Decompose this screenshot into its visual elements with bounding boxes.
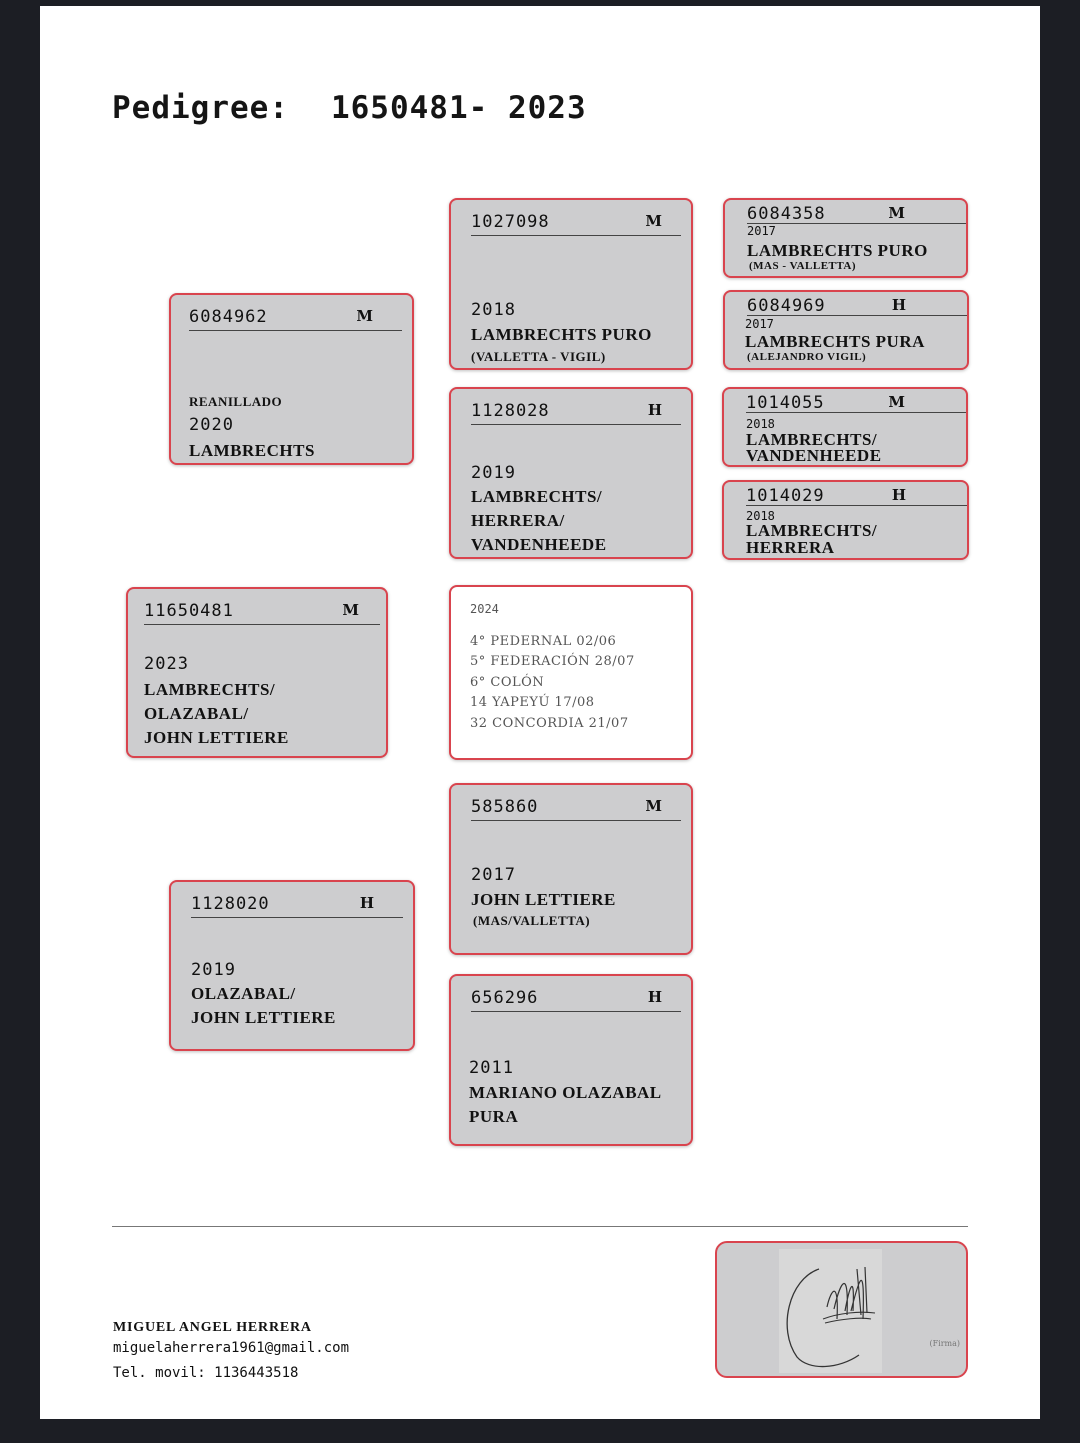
sex-marker: M [645, 797, 663, 815]
ring-text: 1027098 [471, 212, 550, 232]
pedigree-card-sire-dam: 1128028 H 2019 LAMBRECHTS/ HERRERA/ VANDE… [449, 387, 693, 559]
result-item: 4° PEDERNAL 02/06 [470, 634, 617, 649]
sex-marker: H [891, 296, 907, 314]
ring-text: 11650481 [144, 601, 234, 621]
sex-marker: H [647, 988, 663, 1006]
lineage-1: LAMBRECHTS PURA [745, 332, 925, 351]
ring-number: 11650481 M [144, 601, 380, 625]
results-year: 2024 [470, 602, 499, 616]
owner-name: MIGUEL ANGEL HERRERA [113, 1320, 312, 1335]
year: 2017 [747, 224, 776, 238]
year: 2017 [745, 317, 774, 331]
lineage-2: (MAS/VALLETTA) [473, 913, 591, 928]
pedigree-card-dam: 1128020 H 2019 OLAZABAL/ JOHN LETTIERE [169, 880, 415, 1051]
pedigree-card-sire: 6084962 M REANILLADO 2020 LAMBRECHTS [169, 293, 414, 465]
lineage-1: LAMBRECHTS PURO [747, 241, 928, 260]
ring-text: 1128020 [191, 894, 270, 914]
year: 2018 [746, 509, 775, 523]
lineage-1: LAMBRECHTS/ [746, 430, 878, 449]
race-results-card: 2024 4° PEDERNAL 02/06 5° FEDERACIÓN 28/… [449, 585, 693, 760]
pedigree-card-sire-dam-sire: 1014055 M 2018 LAMBRECHTS/ VANDENHEEDE [722, 387, 968, 467]
signature-box: (Firma) [715, 1241, 968, 1378]
pedigree-card-dam-dam: 656296 H 2011 MARIANO OLAZABAL PURA [449, 974, 693, 1146]
ring-number: 1014029 H [746, 486, 967, 506]
ring-text: 6084358 [747, 204, 826, 224]
handwritten-signature [786, 1266, 876, 1368]
year: 2020 [189, 415, 234, 435]
year: 2023 [144, 654, 189, 674]
lineage-2: OLAZABAL/ [144, 704, 249, 723]
owner-phone: Tel. movil: 1136443518 [113, 1365, 299, 1381]
sex-marker: M [888, 204, 906, 222]
pedigree-card-dam-sire: 585860 M 2017 JOHN LETTIERE (MAS/VALLETTA… [449, 783, 693, 955]
lineage-2: JOHN LETTIERE [191, 1008, 336, 1027]
ring-text: 1014029 [746, 486, 825, 506]
sex-marker: M [356, 307, 374, 325]
lineage-2: HERRERA/ [471, 511, 565, 530]
ring-number: 656296 H [471, 988, 681, 1012]
ring-text: 585860 [471, 797, 539, 817]
ring-number: 6084969 H [747, 296, 967, 316]
lineage-1: LAMBRECHTS/ [144, 680, 276, 699]
lineage-1: OLAZABAL/ [191, 984, 296, 1003]
ring-number: 1014055 M [746, 393, 966, 413]
year: 2017 [471, 865, 516, 885]
page-title: Pedigree: 1650481- 2023 [112, 90, 587, 126]
year: 2011 [469, 1058, 514, 1078]
sex-marker: M [888, 393, 906, 411]
result-item: 6° COLÓN [470, 674, 545, 690]
lineage-2: HERRERA [746, 538, 835, 557]
results-list: 4° PEDERNAL 02/06 5° FEDERACIÓN 28/07 6°… [470, 632, 635, 734]
lineage-1: LAMBRECHTS PURO [471, 325, 652, 344]
lineage-2: (ALEJANDRO VIGIL) [747, 351, 867, 363]
year: 2018 [746, 417, 775, 431]
ring-number: 585860 M [471, 797, 681, 821]
ring-text: 656296 [471, 988, 539, 1008]
ring-number: 6084358 M [747, 204, 966, 224]
ring-text: 1128028 [471, 401, 550, 421]
ring-text: 1014055 [746, 393, 825, 413]
lineage-1: LAMBRECHTS/ [746, 521, 878, 540]
sex-marker: M [645, 212, 663, 230]
result-item: 14 YAPEYÚ 17/08 [470, 695, 595, 711]
footer-divider [112, 1226, 968, 1227]
lineage-3: JOHN LETTIERE [144, 728, 289, 747]
ring-number: 1027098 M [471, 212, 681, 236]
sex-marker: H [359, 894, 375, 912]
lineage-2: (VALLETTA - VIGIL) [471, 349, 606, 364]
pedigree-card-sire-sire-sire: 6084358 M 2017 LAMBRECHTS PURO (MAS - VAL… [723, 198, 968, 278]
signature-caption: (Firma) [929, 1339, 960, 1348]
year: 2019 [191, 960, 236, 980]
result-item: 5° FEDERACIÓN 28/07 [470, 654, 635, 670]
lineage-1: JOHN LETTIERE [471, 890, 616, 909]
lineage-2: (MAS - VALLETTA) [749, 260, 857, 272]
ring-number: 1128020 H [191, 894, 403, 918]
ring-text: 6084969 [747, 296, 826, 316]
signature-image [779, 1249, 882, 1373]
title-label: Pedigree: [112, 90, 289, 126]
lineage-2: VANDENHEEDE [746, 446, 882, 465]
note: REANILLADO [189, 394, 283, 409]
year: 2018 [471, 300, 516, 320]
lineage-1: LAMBRECHTS/ [471, 487, 603, 506]
sex-marker: M [342, 601, 360, 619]
year: 2019 [471, 463, 516, 483]
pedigree-card-sire-sire: 1027098 M 2018 LAMBRECHTS PURO (VALLETTA … [449, 198, 693, 370]
lineage-3: VANDENHEEDE [471, 535, 607, 554]
pedigree-card-sire-dam-dam: 1014029 H 2018 LAMBRECHTS/ HERRERA [722, 480, 969, 560]
pedigree-card-sire-sire-dam: 6084969 H 2017 LAMBRECHTS PURA (ALEJANDRO… [723, 290, 969, 370]
ring-text: 6084962 [189, 307, 268, 327]
sex-marker: H [647, 401, 663, 419]
lineage-1: MARIANO OLAZABAL [469, 1083, 662, 1102]
ring-number: 6084962 M [189, 307, 402, 331]
sex-marker: H [891, 486, 907, 504]
title-number: 1650481- 2023 [330, 90, 587, 126]
owner-email[interactable]: miguelaherrera1961@gmail.com [113, 1340, 350, 1356]
result-item: 32 CONCORDIA 21/07 [470, 715, 629, 731]
lineage-1: LAMBRECHTS [189, 441, 315, 460]
pedigree-card-subject: 11650481 M 2023 LAMBRECHTS/ OLAZABAL/ JOH… [126, 587, 388, 758]
lineage-2: PURA [469, 1107, 519, 1126]
ring-number: 1128028 H [471, 401, 681, 425]
